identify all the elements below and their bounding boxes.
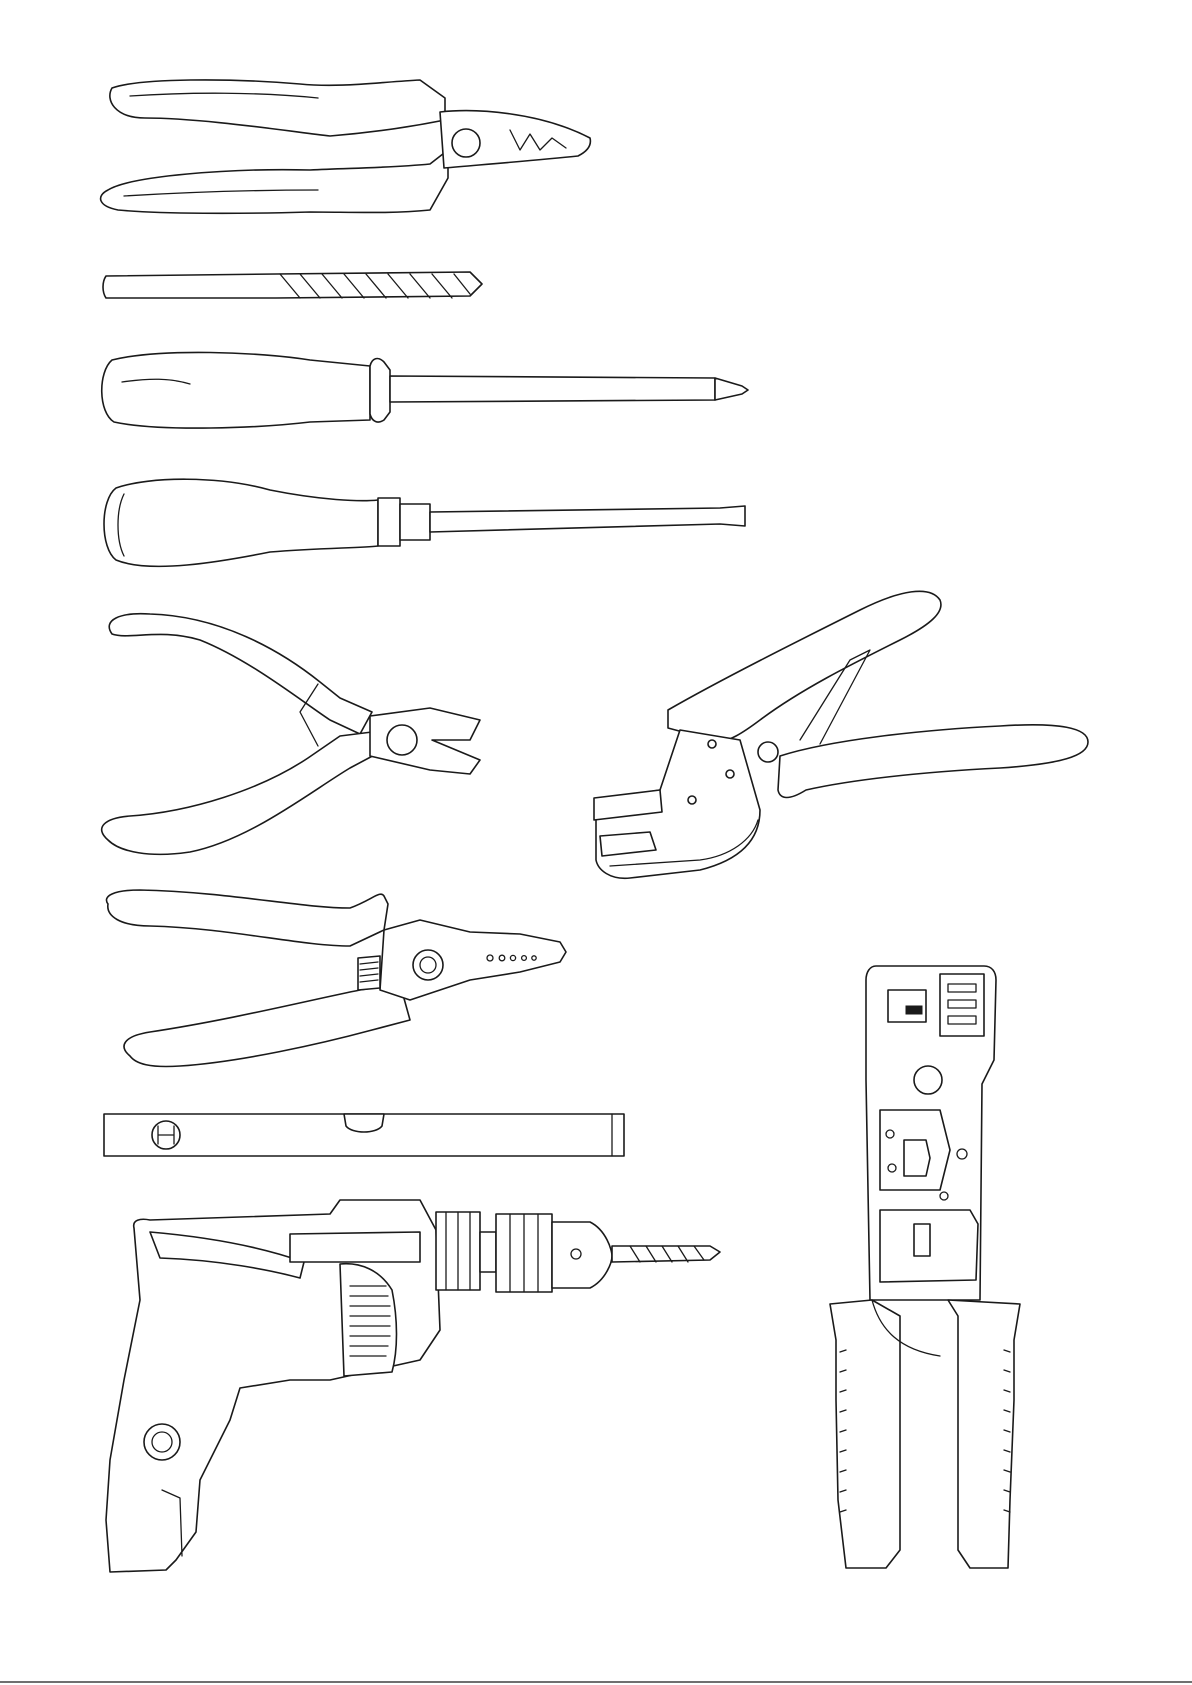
ratchet-crimping-pliers bbox=[594, 591, 1088, 878]
diagonal-cutting-pliers bbox=[102, 614, 480, 855]
flathead-screwdriver bbox=[104, 479, 745, 566]
combination-pliers bbox=[101, 80, 591, 213]
modular-crimp-tool bbox=[830, 966, 1020, 1568]
masonry-drill-bit bbox=[103, 272, 482, 298]
spirit-level bbox=[104, 1114, 624, 1156]
power-drill bbox=[106, 1200, 720, 1572]
wire-stripper bbox=[106, 890, 566, 1067]
phillips-screwdriver bbox=[102, 352, 748, 428]
